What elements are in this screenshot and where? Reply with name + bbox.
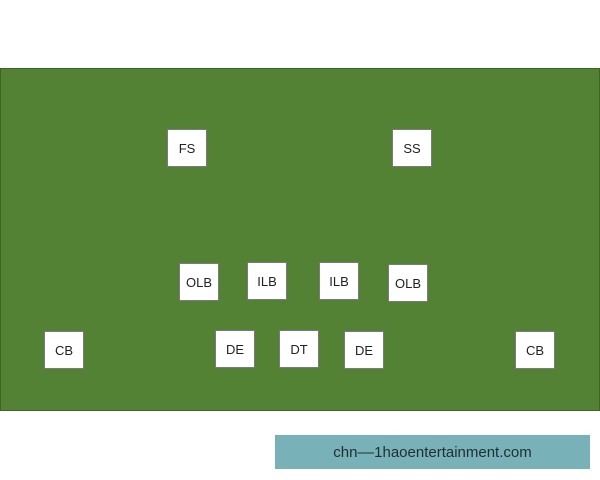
watermark-banner: chn––1haoentertainment.com <box>275 435 590 469</box>
position-free-safety: FS <box>167 129 207 167</box>
position-inside-linebacker-right: ILB <box>319 262 359 300</box>
position-outside-linebacker-right: OLB <box>388 264 428 302</box>
position-strong-safety: SS <box>392 129 432 167</box>
position-cornerback-left: CB <box>44 331 84 369</box>
position-defensive-tackle: DT <box>279 330 319 368</box>
position-inside-linebacker-left: ILB <box>247 262 287 300</box>
position-cornerback-right: CB <box>515 331 555 369</box>
position-defensive-end-right: DE <box>344 331 384 369</box>
position-outside-linebacker-left: OLB <box>179 263 219 301</box>
position-defensive-end-left: DE <box>215 330 255 368</box>
